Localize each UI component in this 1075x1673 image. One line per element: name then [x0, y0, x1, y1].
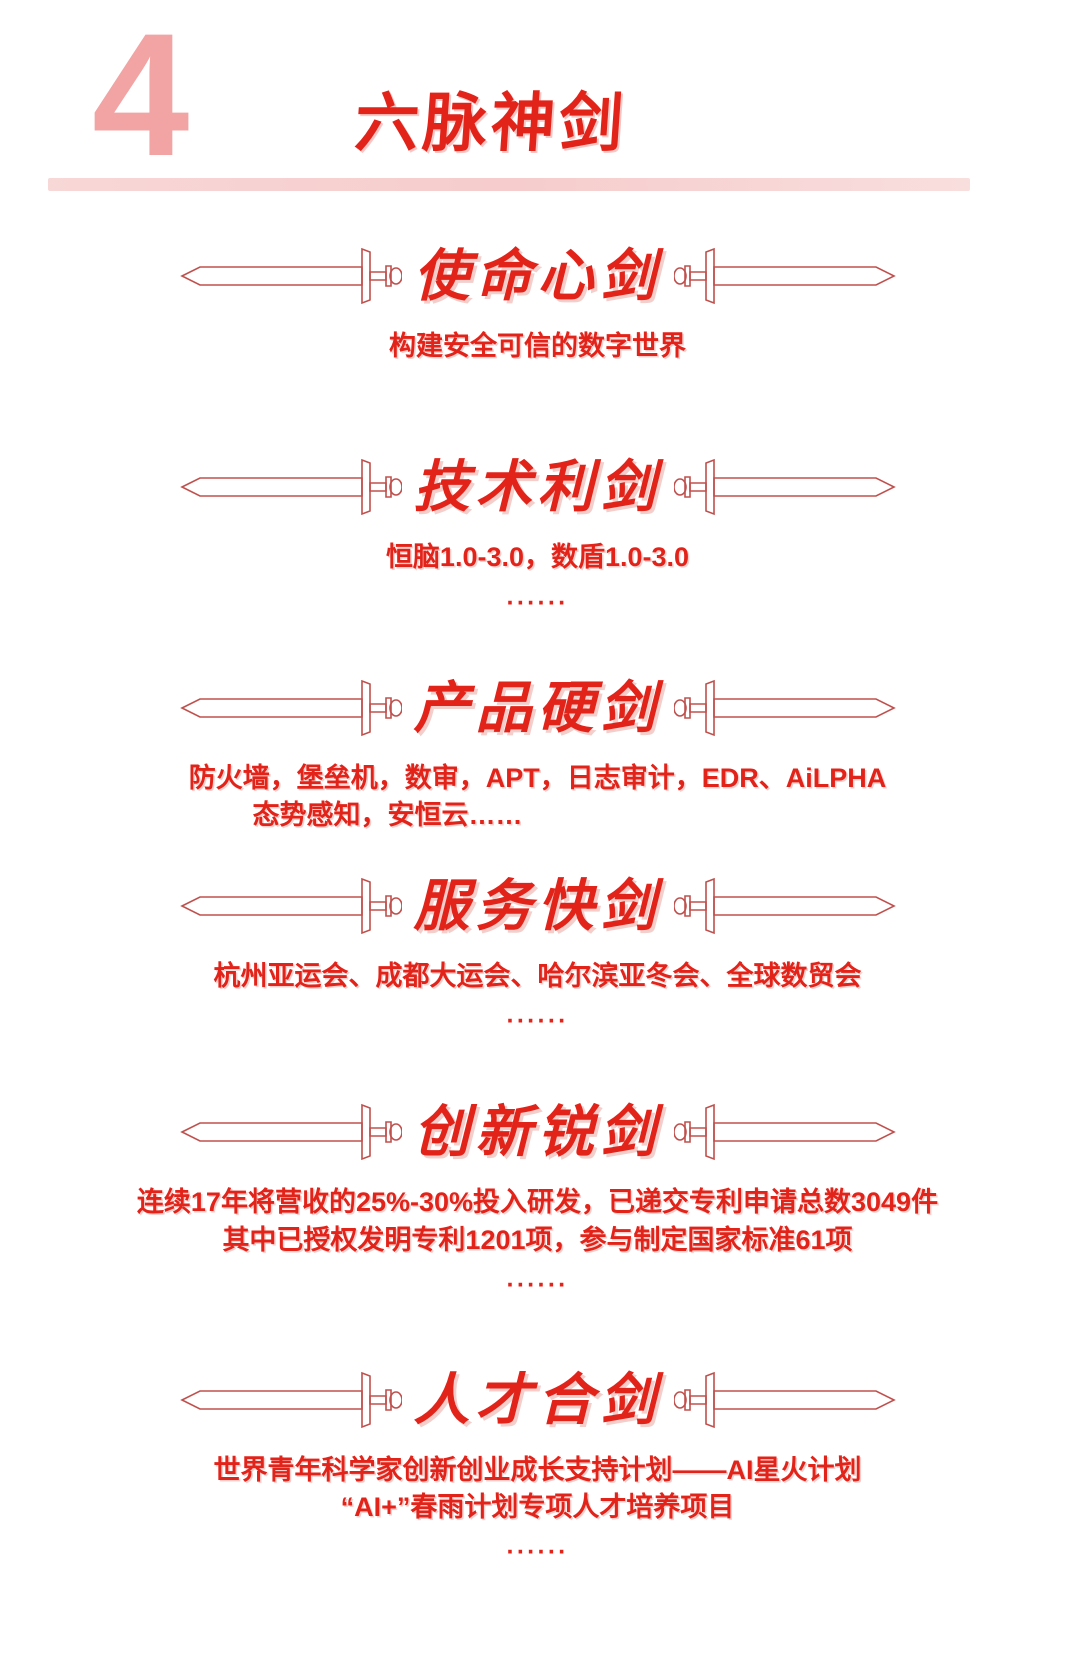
sword-left-icon	[179, 1104, 402, 1161]
subtitle-line: 恒脑1.0-3.0，数盾1.0-3.0	[385, 542, 690, 573]
section-item: 创新锐剑 连续17年将营收的25%-30%投入研发，已递交专利申请总数3049件…	[0, 1086, 1075, 1298]
subtitle-line: 其中已授权发明专利1201项，参与制定国家标准61项	[222, 1224, 853, 1255]
sword-right-icon	[673, 1371, 896, 1428]
section-title: 使命心剑	[413, 243, 662, 309]
section-title: 技术利剑	[413, 454, 662, 521]
section-title-row: 使命心剑	[0, 230, 1075, 322]
subtitle-line: 态势感知，安恒云……	[252, 799, 523, 830]
sword-right-icon	[673, 1104, 896, 1161]
sword-left-icon	[179, 247, 402, 305]
sword-left-icon	[179, 1371, 402, 1428]
sword-right-icon	[673, 247, 896, 305]
section-title: 产品硬剑	[413, 674, 662, 741]
sword-left-icon	[179, 679, 402, 736]
subtitle-line: 杭州亚运会、成都大运会、哈尔滨亚冬会、全球数贸会	[213, 961, 862, 991]
section-item: 产品硬剑 防火墙，堡垒机，数审，APT，日志审计，EDR、AiLPHA 态势感知…	[0, 662, 1075, 835]
section-subtitle-block: 连续17年将营收的25%-30%投入研发，已递交专利申请总数3049件 其中已授…	[0, 1184, 1075, 1298]
section-title: 服务快剑	[413, 873, 662, 939]
subtitle-line: 连续17年将营收的25%-30%投入研发，已递交专利申请总数3049件	[136, 1187, 939, 1218]
ellipsis-marker: ······	[506, 1538, 569, 1567]
subtitle-line: 世界青年科学家创新创业成长支持计划——AI星火计划	[213, 1454, 862, 1485]
sword-right-icon	[673, 877, 896, 935]
page-header: 4 六脉神剑	[0, 0, 1075, 200]
section-subtitle-block: 防火墙，堡垒机，数审，APT，日志审计，EDR、AiLPHA 态势感知，安恒云……	[0, 760, 1075, 835]
section-title-row: 创新锐剑	[0, 1086, 1075, 1178]
ellipsis-marker: ······	[506, 588, 569, 617]
section-title-row: 服务快剑	[0, 860, 1075, 952]
sword-right-icon	[673, 459, 896, 516]
section-title-row: 技术利剑	[0, 441, 1075, 533]
section-title: 创新锐剑	[413, 1099, 662, 1166]
ellipsis-marker: ······	[506, 1007, 569, 1036]
section-item: 技术利剑 恒脑1.0-3.0，数盾1.0-3.0 ······	[0, 441, 1075, 615]
subtitle-line: 防火墙，堡垒机，数审，APT，日志审计，EDR、AiLPHA	[188, 762, 887, 793]
section-subtitle-block: 恒脑1.0-3.0，数盾1.0-3.0 ······	[0, 539, 1075, 615]
section-subtitle-block: 构建安全可信的数字世界	[0, 328, 1075, 365]
subtitle-line: “AI+”春雨计划专项人才培养项目	[340, 1492, 735, 1522]
sword-right-icon	[673, 679, 896, 736]
section-number: 4	[92, 0, 189, 193]
subtitle-line: 构建安全可信的数字世界	[389, 331, 686, 361]
sword-left-icon	[179, 877, 402, 935]
header-divider	[48, 178, 970, 191]
section-subtitle-block: 杭州亚运会、成都大运会、哈尔滨亚冬会、全球数贸会 ······	[0, 958, 1075, 1034]
ellipsis-marker: ······	[506, 1270, 569, 1299]
section-item: 人才合剑 世界青年科学家创新创业成长支持计划——AI星火计划 “AI+”春雨计划…	[0, 1354, 1075, 1566]
section-title-row: 人才合剑	[0, 1354, 1075, 1446]
sword-left-icon	[179, 459, 402, 516]
section-subtitle-block: 世界青年科学家创新创业成长支持计划——AI星火计划 “AI+”春雨计划专项人才培…	[0, 1452, 1075, 1566]
section-title-row: 产品硬剑	[0, 662, 1075, 754]
section-title: 人才合剑	[413, 1366, 662, 1433]
section-item: 服务快剑 杭州亚运会、成都大运会、哈尔滨亚冬会、全球数贸会 ······	[0, 860, 1075, 1034]
section-item: 使命心剑 构建安全可信的数字世界	[0, 230, 1075, 365]
page-title: 六脉神剑	[352, 87, 630, 161]
